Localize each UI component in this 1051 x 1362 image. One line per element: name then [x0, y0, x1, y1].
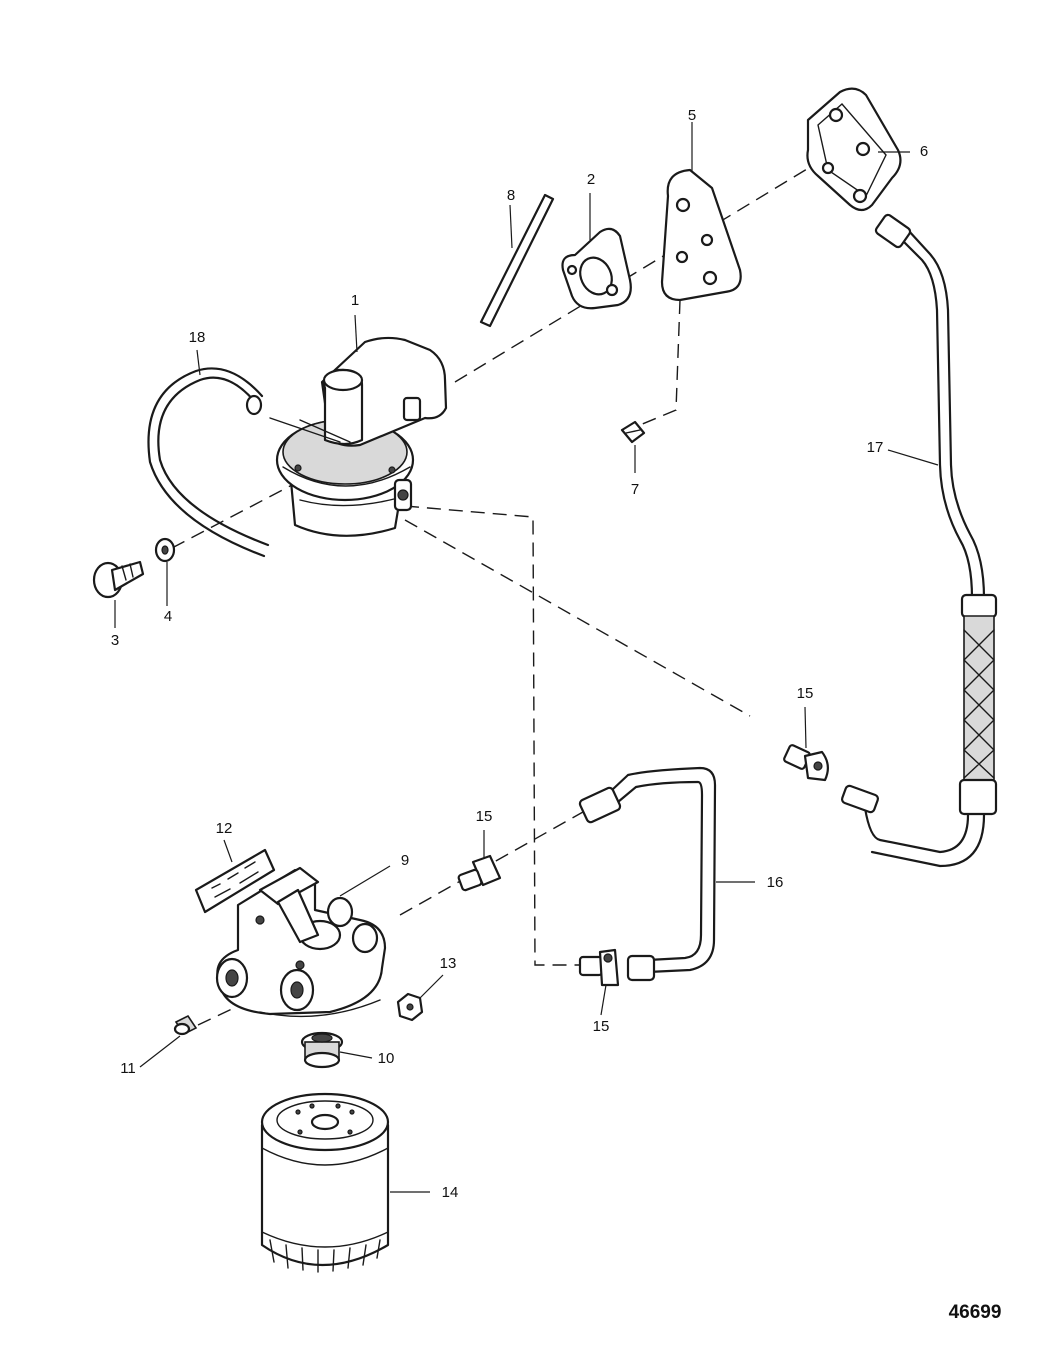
callout-labels: 1 2 3 4 5 6 7 8 9 10 11 12 13 14 15 15 1…	[111, 107, 928, 1201]
callout-7: 7	[631, 481, 639, 498]
callout-2: 2	[587, 171, 595, 188]
callout-14: 14	[442, 1184, 459, 1201]
part-1-fuel-pump	[269, 336, 448, 537]
callout-11: 11	[120, 1060, 136, 1077]
part-13-nut	[396, 992, 424, 1022]
callout-8: 8	[507, 187, 515, 204]
callout-1: 1	[351, 292, 359, 309]
leader-lines	[114, 122, 939, 1193]
part-11-plug	[173, 1014, 198, 1036]
callout-15-lower: 15	[593, 1018, 610, 1035]
part-7-screw	[620, 420, 646, 444]
part-9-filter-head	[215, 866, 387, 1018]
callout-4: 4	[164, 608, 172, 625]
callout-12: 12	[216, 820, 233, 837]
callout-18: 18	[189, 329, 206, 346]
part-16-fuel-line	[578, 766, 717, 982]
part-2-gasket	[561, 227, 632, 310]
part-6-gasket-plate	[806, 87, 902, 212]
callout-9: 9	[401, 852, 409, 869]
callout-5: 5	[688, 107, 696, 124]
part-12-name-plate	[194, 848, 276, 914]
callout-13: 13	[440, 955, 457, 972]
callout-15-middle: 15	[476, 808, 493, 825]
part-3-bolt	[92, 560, 145, 599]
callout-17: 17	[867, 439, 884, 456]
part-15-elbow-lower	[578, 948, 620, 987]
part-4-washer	[154, 537, 176, 563]
part-15-fitting-upper	[783, 744, 829, 782]
part-5-adapter-plate	[660, 168, 742, 302]
callout-6: 6	[920, 143, 928, 160]
part-17-fuel-line	[840, 213, 998, 868]
part-8-push-rod	[479, 193, 555, 328]
part-15-fitting-middle	[457, 854, 502, 892]
callout-10: 10	[378, 1050, 395, 1067]
callout-16: 16	[767, 874, 784, 891]
part-18-hose	[147, 367, 270, 558]
callout-3: 3	[111, 632, 119, 649]
callout-15-upper: 15	[797, 685, 814, 702]
part-14-filter-cartridge	[260, 1092, 390, 1273]
part-10-adapter-nipple	[300, 1031, 344, 1069]
figure-number: 46699	[949, 1302, 1002, 1323]
